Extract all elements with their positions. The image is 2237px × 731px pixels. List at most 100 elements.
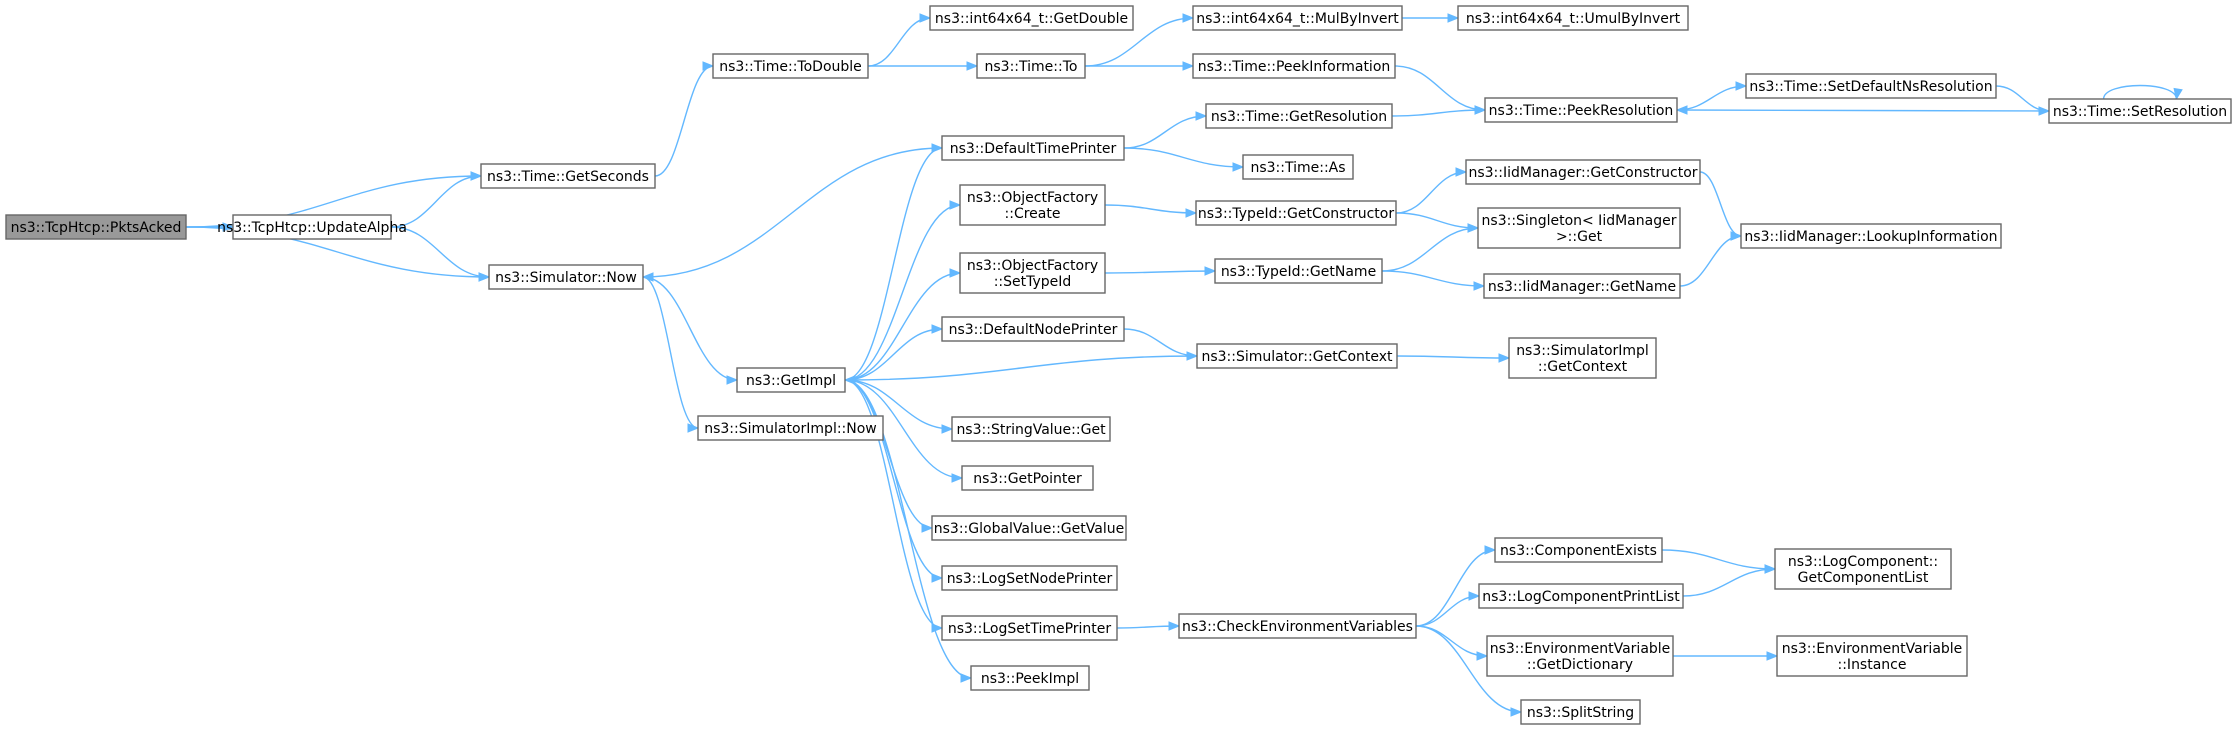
node-box[interactable] (941, 135, 1125, 161)
node-box[interactable] (1483, 273, 1681, 299)
node-globalvalue-getvalue[interactable]: ns3::GlobalValue::GetValue (931, 515, 1127, 541)
node-box[interactable] (1478, 583, 1684, 609)
node-umul-by-invert[interactable]: ns3::int64x64_t::UmulByInvert (1457, 5, 1689, 31)
node-box[interactable] (232, 214, 392, 240)
edge-get-impl-to-stringvalue-get-arrowhead (941, 424, 954, 434)
node-box[interactable] (736, 367, 846, 393)
node-box[interactable] (1774, 548, 1952, 590)
node-box[interactable] (1745, 73, 1997, 99)
node-to-double[interactable]: ns3::Time::ToDouble (712, 53, 869, 79)
edge-typeid-get-constructor-to-singleton-get-line (1395, 212, 1479, 229)
node-get-pointer[interactable]: ns3::GetPointer (961, 465, 1094, 491)
node-sim-now[interactable]: ns3::Simulator::Now (488, 264, 644, 290)
node-get-resolution[interactable]: ns3::Time::GetResolution (1205, 103, 1393, 129)
node-box[interactable] (1178, 613, 1417, 639)
node-box[interactable] (1508, 337, 1657, 379)
node-typeid-get-constructor[interactable]: ns3::TypeId::GetConstructor (1195, 200, 1397, 226)
node-log-set-node-printer[interactable]: ns3::LogSetNodePrinter (941, 565, 1118, 591)
node-time-to[interactable]: ns3::Time::To (976, 53, 1086, 79)
node-box[interactable] (2048, 98, 2232, 124)
node-box[interactable] (959, 184, 1106, 226)
edge-update-alpha-to-sim-now (390, 226, 491, 282)
node-iid-lookup[interactable]: ns3::IidManager::LookupInformation (1740, 223, 2002, 249)
node-log-component-print-list[interactable]: ns3::LogComponentPrintList (1478, 583, 1684, 609)
node-box[interactable] (1192, 5, 1403, 31)
node-box[interactable] (1205, 103, 1393, 129)
node-box[interactable] (1520, 699, 1641, 725)
node-box[interactable] (1195, 200, 1397, 226)
edge-set-resolution-to-set-resolution-arrowhead (2173, 87, 2183, 101)
node-check-env-vars[interactable]: ns3::CheckEnvironmentVariables (1178, 613, 1417, 639)
node-split-string[interactable]: ns3::SplitString (1520, 699, 1641, 725)
node-label: ns3::Simulator::Now (495, 270, 637, 286)
node-box[interactable] (697, 415, 884, 441)
node-int-get-double[interactable]: ns3::int64x64_t::GetDouble (929, 5, 1134, 31)
node-box[interactable] (1465, 159, 1701, 185)
node-box[interactable] (959, 252, 1106, 294)
node-box[interactable] (970, 665, 1090, 691)
node-box[interactable] (1740, 223, 2002, 249)
edge-get-resolution-to-peek-resolution-line (1391, 109, 1486, 117)
node-box[interactable] (1486, 635, 1674, 677)
node-box[interactable] (961, 465, 1094, 491)
node-log-set-time-printer[interactable]: ns3::LogSetTimePrinter (941, 615, 1118, 641)
node-time-as[interactable]: ns3::Time::As (1242, 154, 1354, 180)
node-mul-by-invert[interactable]: ns3::int64x64_t::MulByInvert (1192, 5, 1403, 31)
node-box[interactable] (1477, 207, 1681, 249)
node-peek-information[interactable]: ns3::Time::PeekInformation (1192, 53, 1396, 79)
edge-typeid-get-name-to-iid-get-name-line (1381, 270, 1485, 287)
node-box[interactable] (1484, 97, 1678, 123)
node-env-get-dictionary[interactable]: ns3::EnvironmentVariable::GetDictionary (1486, 635, 1674, 677)
node-box[interactable] (976, 53, 1086, 79)
node-box[interactable] (1494, 537, 1663, 563)
node-box[interactable] (1192, 53, 1396, 79)
node-stringvalue-get[interactable]: ns3::StringValue::Get (951, 416, 1111, 442)
node-box[interactable] (712, 53, 869, 79)
node-get-component-list[interactable]: ns3::LogComponent::GetComponentList (1774, 548, 1952, 590)
node-typeid-get-name[interactable]: ns3::TypeId::GetName (1214, 258, 1383, 284)
node-box[interactable] (1196, 343, 1398, 369)
edge-log-set-time-printer-to-check-env-vars-arrowhead (1168, 621, 1181, 631)
node-objfactory-create[interactable]: ns3::ObjectFactory::Create (959, 184, 1106, 226)
node-update-alpha[interactable]: ns3::TcpHtcp::UpdateAlpha (217, 214, 407, 240)
edge-get-impl-to-log-set-node-printer-line (844, 379, 943, 579)
edge-mul-by-invert-to-umul-by-invert-arrowhead (1447, 13, 1460, 23)
node-get-seconds[interactable]: ns3::Time::GetSeconds (480, 163, 656, 189)
node-box[interactable] (488, 264, 644, 290)
node-peek-resolution[interactable]: ns3::Time::PeekResolution (1484, 97, 1678, 123)
edge-objfactory-settypeid-to-typeid-get-name-arrowhead (1204, 266, 1217, 276)
node-pkts-acked[interactable]: ns3::TcpHtcp::PktsAcked (5, 214, 187, 240)
node-box[interactable] (931, 515, 1127, 541)
node-set-resolution[interactable]: ns3::Time::SetResolution (2048, 98, 2232, 124)
node-box[interactable] (5, 214, 187, 240)
node-env-instance[interactable]: ns3::EnvironmentVariable::Instance (1776, 635, 1968, 677)
node-box[interactable] (929, 5, 1134, 31)
node-default-time-printer[interactable]: ns3::DefaultTimePrinter (941, 135, 1125, 161)
node-box[interactable] (1457, 5, 1689, 31)
node-singleton-get[interactable]: ns3::Singleton< IidManager>::Get (1477, 207, 1681, 249)
edge-default-time-printer-to-sim-now-arrowhead (641, 272, 654, 282)
node-default-node-printer[interactable]: ns3::DefaultNodePrinter (941, 316, 1125, 342)
node-simimpl-get-context[interactable]: ns3::SimulatorImpl::GetContext (1508, 337, 1657, 379)
node-box[interactable] (951, 416, 1111, 442)
node-box[interactable] (941, 565, 1118, 591)
edge-update-alpha-to-get-seconds-line (390, 175, 482, 228)
node-objfactory-settypeid[interactable]: ns3::ObjectFactory::SetTypeId (959, 252, 1106, 294)
node-component-exists[interactable]: ns3::ComponentExists (1494, 537, 1663, 563)
node-box[interactable] (1242, 154, 1354, 180)
node-box[interactable] (480, 163, 656, 189)
node-simimpl-now[interactable]: ns3::SimulatorImpl::Now (697, 415, 884, 441)
edge-sim-now-to-simimpl-now (642, 276, 700, 433)
node-box[interactable] (1776, 635, 1968, 677)
node-label: ns3::Time::To (985, 59, 1078, 75)
node-box[interactable] (1214, 258, 1383, 284)
node-set-default-ns[interactable]: ns3::Time::SetDefaultNsResolution (1745, 73, 1997, 99)
node-box[interactable] (941, 615, 1118, 641)
node-label: ns3::Simulator::GetContext (1201, 349, 1393, 365)
node-box[interactable] (941, 316, 1125, 342)
node-iid-get-constructor[interactable]: ns3::IidManager::GetConstructor (1465, 159, 1701, 185)
node-iid-get-name[interactable]: ns3::IidManager::GetName (1483, 273, 1681, 299)
node-get-impl[interactable]: ns3::GetImpl (736, 367, 846, 393)
node-sim-get-context[interactable]: ns3::Simulator::GetContext (1196, 343, 1398, 369)
node-peek-impl[interactable]: ns3::PeekImpl (970, 665, 1090, 691)
